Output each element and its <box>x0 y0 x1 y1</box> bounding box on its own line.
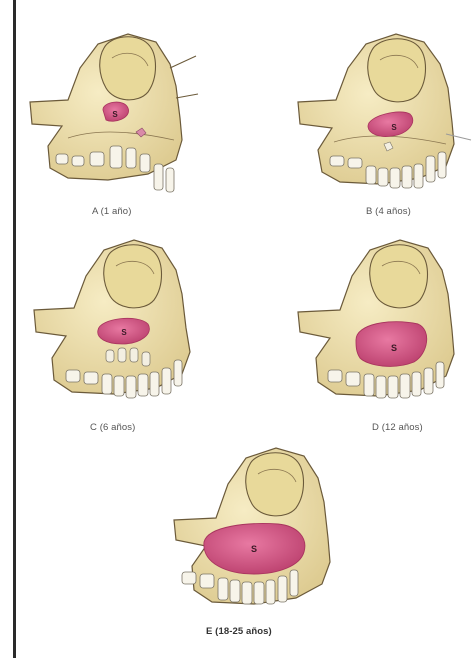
maxilla-drawing-a: S <box>28 28 198 198</box>
panel-b-illustration: S <box>296 30 471 202</box>
page-margin-rule <box>13 0 16 658</box>
panel-c-illustration: S <box>30 234 208 414</box>
panel-e-sinus-label: S <box>251 544 257 554</box>
caption-c: C (6 años) <box>90 422 135 433</box>
caption-b: B (4 años) <box>366 206 411 217</box>
panel-e-illustration: S <box>168 442 348 620</box>
caption-a: A (1 año) <box>92 206 131 217</box>
maxilla-drawing-d: S <box>294 234 470 414</box>
panel-d-sinus-label: S <box>391 343 397 353</box>
maxilla-drawing-e: S <box>168 442 348 620</box>
panel-c-sinus-label: S <box>121 328 127 337</box>
caption-d: D (12 años) <box>372 422 423 433</box>
panel-a-sinus-label: S <box>112 110 118 119</box>
panel-a-illustration: S <box>28 28 198 198</box>
maxilla-drawing-b: S <box>296 30 471 202</box>
caption-e: E (18-25 años) <box>206 626 272 637</box>
panel-d-illustration: S <box>294 234 470 414</box>
maxilla-drawing-c: S <box>30 234 208 414</box>
panel-b-sinus-label: S <box>391 123 397 132</box>
